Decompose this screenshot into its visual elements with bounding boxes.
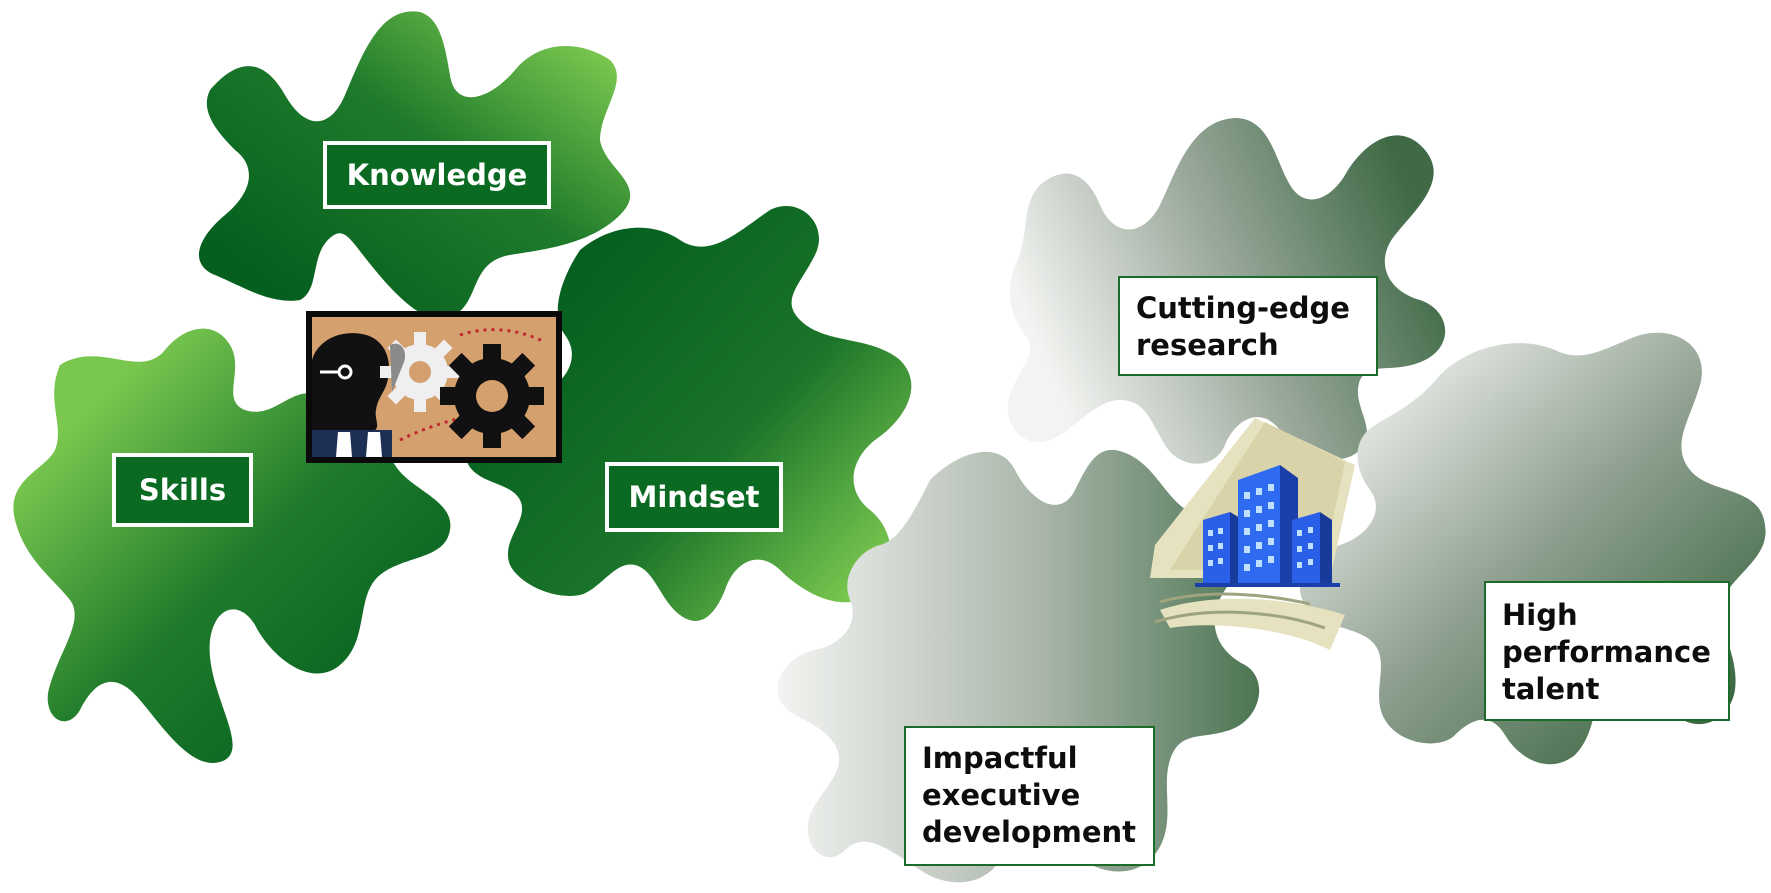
skills-label: Skills bbox=[112, 453, 253, 527]
impactful-executive-development-label: Impactful executive development bbox=[904, 726, 1155, 866]
green-puzzle-piece-right bbox=[464, 206, 912, 621]
high-performance-talent-label: High performance talent bbox=[1484, 581, 1730, 721]
businessman-with-gears-icon bbox=[306, 311, 562, 463]
cutting-edge-research-label: Cutting-edge research bbox=[1118, 276, 1378, 376]
knowledge-label: Knowledge bbox=[323, 141, 551, 209]
office-building-icon bbox=[1150, 418, 1355, 650]
mindset-label: Mindset bbox=[605, 462, 783, 532]
